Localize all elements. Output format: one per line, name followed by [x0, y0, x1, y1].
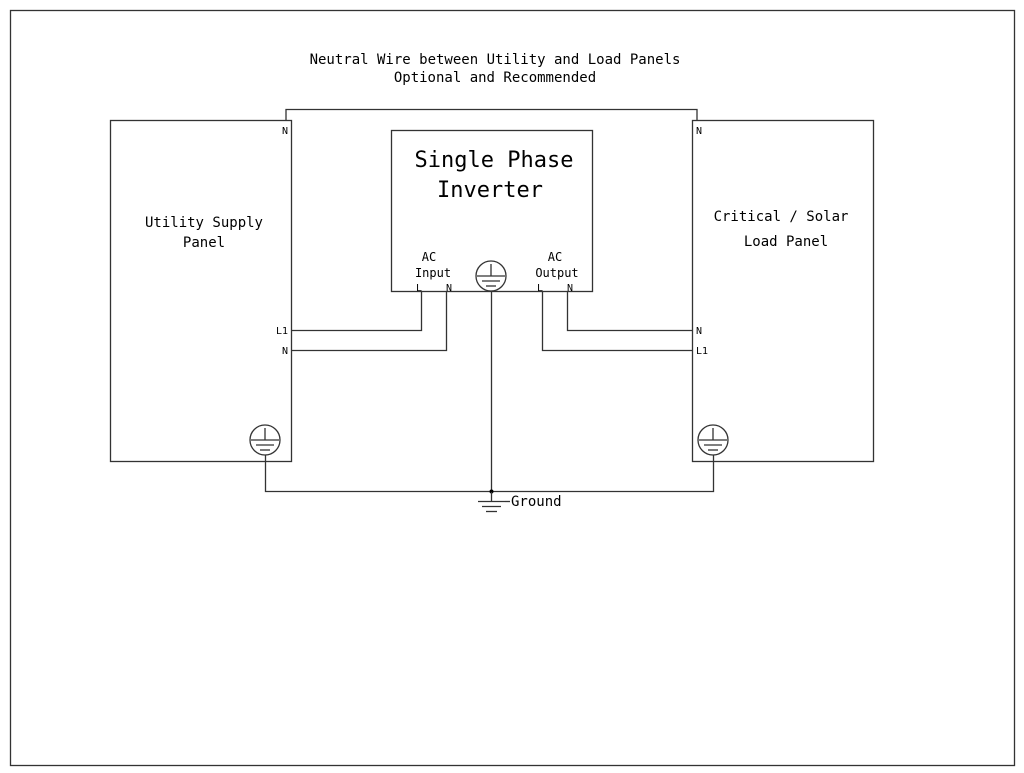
drawing-border	[9, 9, 1016, 767]
single-phase-inverter: Single Phase Inverter AC Input L N AC Ou…	[390, 129, 594, 294]
wire-input-n	[291, 291, 448, 352]
ground-junction	[489, 489, 494, 494]
ac-input-terminal-n: N	[446, 283, 452, 294]
wire-panel-grounds	[264, 455, 715, 493]
utility-panel-label-2: Panel	[183, 235, 225, 251]
load-terminal-n-top: N	[696, 126, 702, 137]
utility-terminal-n: N	[282, 346, 288, 357]
utility-terminal-l1: L1	[276, 326, 288, 337]
wire-input-l1	[291, 291, 423, 332]
ac-input-label-2: Input	[415, 266, 451, 280]
title-line-2: Optional and Recommended	[394, 70, 596, 86]
ground-icon	[475, 260, 507, 292]
utility-terminal-n-top: N	[282, 126, 288, 137]
ac-output-label-2: Output	[535, 266, 578, 280]
utility-panel-label-1: Utility Supply	[145, 215, 263, 231]
load-terminal-n: N	[696, 326, 702, 337]
load-panel-label-2: Load Panel	[744, 234, 828, 250]
ac-output-terminal-l: L	[537, 283, 543, 294]
critical-load-panel: Critical / Solar Load Panel N N L1	[691, 119, 875, 463]
load-terminal-l1: L1	[696, 346, 708, 357]
load-panel-label-1: Critical / Solar	[714, 209, 849, 225]
wire-output-n	[566, 291, 692, 332]
ac-input-terminal-l: L	[416, 283, 422, 294]
earth-ground-icon	[478, 492, 505, 513]
inverter-label-1: Single Phase	[415, 148, 574, 173]
ac-input-label-1: AC	[422, 250, 436, 264]
neutral-wire-between-panels	[285, 108, 698, 120]
ac-output-label-1: AC	[548, 250, 562, 264]
wire-output-l1	[541, 291, 692, 352]
inverter-label-2: Inverter	[437, 178, 543, 203]
ground-label: Ground	[511, 494, 562, 510]
ground-icon	[249, 424, 281, 456]
ac-output-terminal-n: N	[567, 283, 573, 294]
title-line-1: Neutral Wire between Utility and Load Pa…	[310, 52, 681, 68]
utility-supply-panel: Utility Supply Panel N L1 N	[109, 119, 293, 463]
ground-icon	[697, 424, 729, 456]
